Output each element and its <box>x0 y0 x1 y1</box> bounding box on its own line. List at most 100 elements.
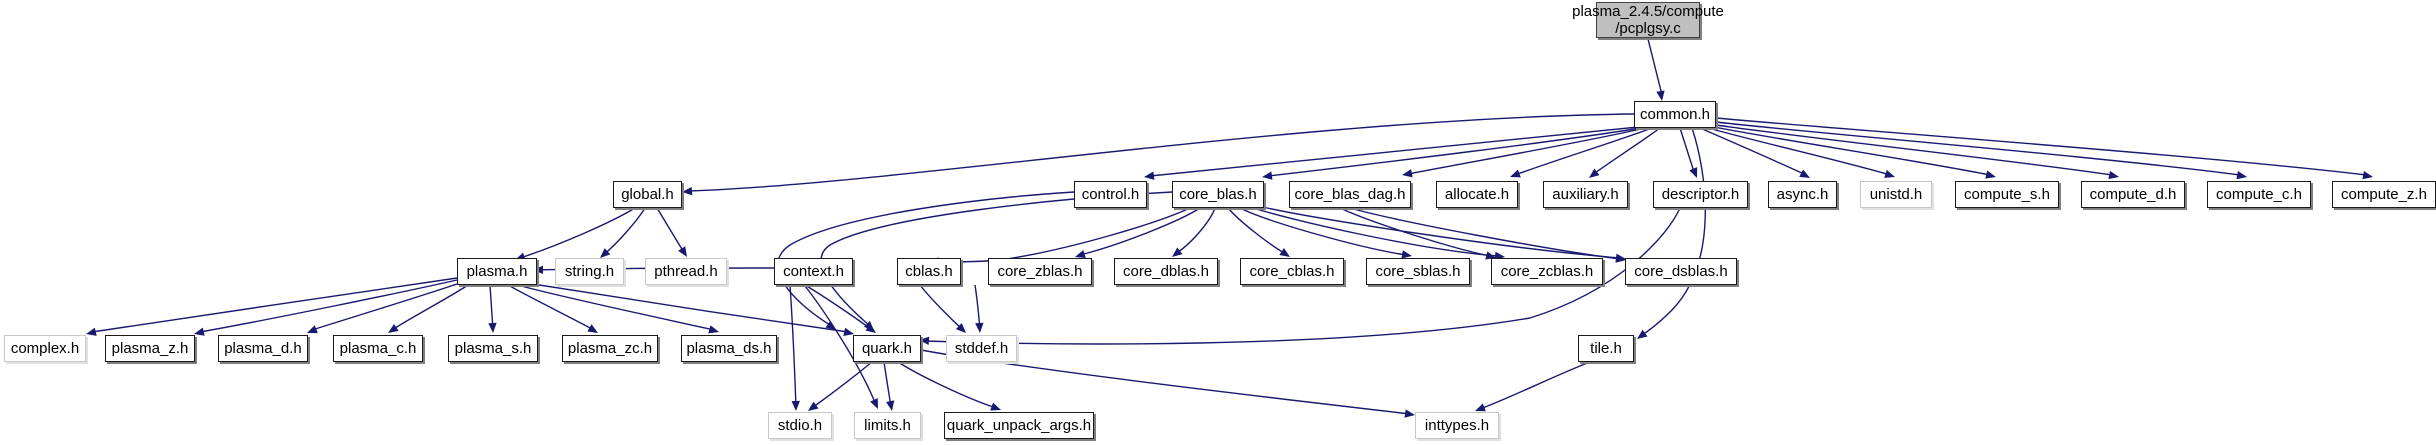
edge-common-to-core_blas <box>1262 127 1641 180</box>
node-cblas[interactable]: cblas.h <box>897 258 961 285</box>
node-complex[interactable]: complex.h <box>4 335 86 362</box>
node-compute_d[interactable]: compute_d.h <box>2081 181 2185 208</box>
node-plasma_s[interactable]: plasma_s.h <box>448 335 538 362</box>
edge-core_blas_dag-to-core_dsblas <box>1349 207 1626 263</box>
edge-quark-to-limits <box>883 361 895 411</box>
edge-common-to-async <box>1699 127 1810 178</box>
node-allocate[interactable]: allocate.h <box>1436 181 1518 208</box>
node-label-descriptor: descriptor.h <box>1661 186 1740 203</box>
node-label-core_cblas: core_cblas.h <box>1249 263 1335 280</box>
edge-core_blas-to-core_zblas <box>1075 207 1201 259</box>
node-label-plasma_zc: plasma_zc.h <box>567 340 653 357</box>
node-label-compute_z: compute_z.h <box>2341 186 2427 203</box>
node-core_blas_dag[interactable]: core_blas_dag.h <box>1289 181 1411 208</box>
node-label-core_dblas: core_dblas.h <box>1123 263 1209 280</box>
node-label-limits: limits.h <box>864 417 911 434</box>
edge-plasma-to-quark <box>519 281 854 337</box>
edge-tile-to-inttypes <box>1475 361 1591 412</box>
node-label-common: common.h <box>1639 106 1711 123</box>
edge-plasma-to-plasma_zc <box>507 284 598 333</box>
edge-global-to-string <box>600 207 646 258</box>
edge-common-to-core_blas_dag <box>1402 127 1646 178</box>
edge-core_blas-to-core_cblas <box>1227 207 1290 257</box>
node-stdio[interactable]: stdio.h <box>768 412 832 439</box>
node-label-plasma_z: plasma_z.h <box>111 340 189 357</box>
node-context[interactable]: context.h <box>774 258 853 285</box>
edge-common-to-descriptor <box>1679 127 1698 178</box>
edge-common-to-unistd <box>1707 127 1895 178</box>
node-label-inttypes: inttypes.h <box>1424 417 1490 434</box>
node-stddef[interactable]: stddef.h <box>946 335 1017 362</box>
node-unistd[interactable]: unistd.h <box>1860 181 1932 208</box>
edge-common-to-control <box>1144 126 1639 180</box>
node-label-cblas: cblas.h <box>905 263 953 280</box>
node-quark_unpack_args[interactable]: quark_unpack_args.h <box>944 412 1094 439</box>
node-core_zblas[interactable]: core_zblas.h <box>988 258 1092 285</box>
node-auxiliary[interactable]: auxiliary.h <box>1543 181 1628 208</box>
node-limits[interactable]: limits.h <box>854 412 921 439</box>
node-label-core_blas_dag: core_blas_dag.h <box>1294 186 1406 203</box>
node-core_blas[interactable]: core_blas.h <box>1172 181 1264 208</box>
node-label-string: string.h <box>564 263 615 280</box>
node-plasma_d[interactable]: plasma_d.h <box>218 335 308 362</box>
node-core_dblas[interactable]: core_dblas.h <box>1114 258 1218 285</box>
edge-common-to-compute_s <box>1713 126 1996 179</box>
node-control[interactable]: control.h <box>1074 181 1147 208</box>
edge-plasma-to-complex <box>86 277 458 336</box>
node-core_sblas[interactable]: core_sblas.h <box>1366 258 1470 285</box>
node-plasma_zc[interactable]: plasma_zc.h <box>562 335 658 362</box>
node-label-core_blas: core_blas.h <box>1179 186 1257 203</box>
edge-core_blas-to-core_sblas <box>1239 207 1412 259</box>
node-plasma_c[interactable]: plasma_c.h <box>333 335 423 362</box>
edge-plasma-to-plasma_s <box>488 284 497 333</box>
node-inttypes[interactable]: inttypes.h <box>1415 412 1499 439</box>
node-quark[interactable]: quark.h <box>853 335 921 362</box>
node-compute_z[interactable]: compute_z.h <box>2332 181 2436 208</box>
edge-plasma-to-plasma_z <box>194 279 458 336</box>
node-plasma[interactable]: plasma.h <box>457 258 537 285</box>
node-core_cblas[interactable]: core_cblas.h <box>1240 258 1344 285</box>
node-label-async: async.h <box>1776 186 1829 203</box>
node-global[interactable]: global.h <box>613 181 682 208</box>
node-label-root: plasma_2.4.5/compute /pcplgsy.c <box>1572 3 1724 37</box>
node-label-allocate: allocate.h <box>1444 186 1510 203</box>
edge-plasma-to-plasma_c <box>388 284 469 333</box>
node-tile[interactable]: tile.h <box>1578 335 1634 362</box>
node-root: plasma_2.4.5/compute /pcplgsy.c <box>1572 2 1724 38</box>
edge-common-to-compute_z <box>1715 117 2373 180</box>
node-string[interactable]: string.h <box>555 258 624 285</box>
node-label-compute_s: compute_s.h <box>1964 186 2050 203</box>
edge-common-to-compute_c <box>1715 121 2247 180</box>
node-plasma_z[interactable]: plasma_z.h <box>105 335 195 362</box>
edge-common-to-compute_d <box>1715 124 2119 180</box>
node-label-tile: tile.h <box>1590 340 1622 357</box>
edge-core_blas-to-core_dblas <box>1172 207 1216 257</box>
node-common[interactable]: common.h <box>1634 101 1716 128</box>
node-label-plasma_ds: plasma_ds.h <box>686 340 772 357</box>
node-compute_s[interactable]: compute_s.h <box>1955 181 2059 208</box>
edge-common-to-tile <box>1637 127 1706 339</box>
node-async[interactable]: async.h <box>1768 181 1837 208</box>
node-label-quark_unpack_args: quark_unpack_args.h <box>946 417 1092 434</box>
edge-global-to-plasma <box>515 207 636 261</box>
node-label-control: control.h <box>1081 186 1140 203</box>
edge-context-to-quark <box>804 284 876 333</box>
node-plasma_ds[interactable]: plasma_ds.h <box>681 335 777 362</box>
node-compute_c[interactable]: compute_c.h <box>2207 181 2311 208</box>
node-label-stddef: stddef.h <box>954 340 1009 357</box>
edge-core_blas-to-core_dsblas <box>1257 205 1626 263</box>
node-pthread[interactable]: pthread.h <box>645 258 727 285</box>
node-core_zcblas[interactable]: core_zcblas.h <box>1491 258 1603 285</box>
edge-plasma-to-plasma_d <box>307 282 461 334</box>
node-label-context: context.h <box>783 263 844 280</box>
node-core_dsblas[interactable]: core_dsblas.h <box>1625 258 1737 285</box>
edge-global-to-pthread <box>656 207 687 257</box>
node-label-pthread: pthread.h <box>654 263 718 280</box>
node-descriptor[interactable]: descriptor.h <box>1653 181 1748 208</box>
node-label-complex: complex.h <box>10 340 80 357</box>
node-label-plasma_d: plasma_d.h <box>224 340 302 357</box>
node-label-unistd: unistd.h <box>1869 186 1923 203</box>
node-label-plasma: plasma.h <box>466 263 528 280</box>
